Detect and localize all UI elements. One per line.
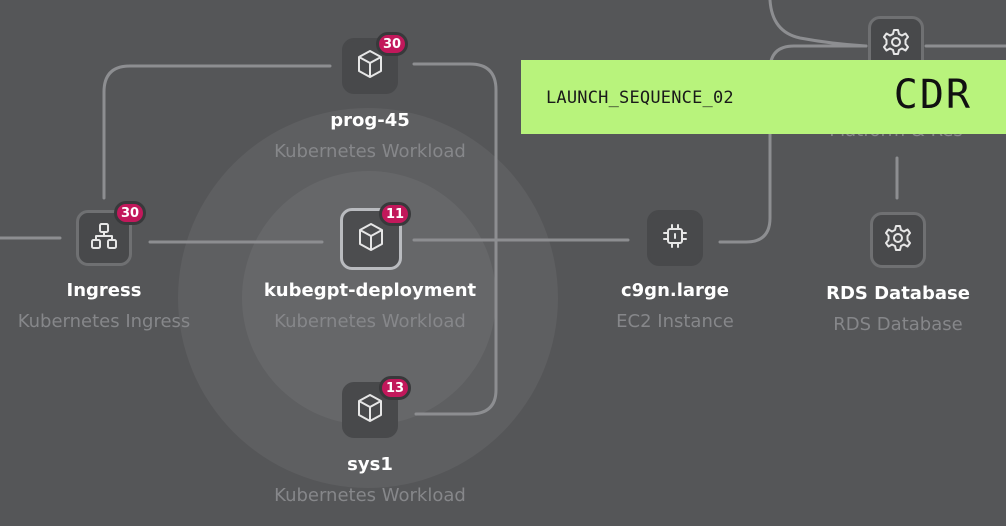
node-ingress[interactable] (76, 210, 132, 266)
cube-icon (354, 48, 386, 84)
node-c9gn-label: c9gn.large (620, 280, 730, 301)
cube-icon (354, 392, 386, 428)
edge-ingress-to-prog45 (102, 64, 332, 200)
node-prog45-label: prog-45 (330, 110, 410, 131)
banner-tag-text: CDR (893, 72, 972, 118)
node-c9gn-sublabel: EC2 Instance (616, 311, 734, 332)
hierarchy-icon (88, 220, 120, 256)
launch-sequence-banner: LAUNCH_SEQUENCE_02 CDR (521, 60, 1006, 134)
node-sys1-label: sys1 (347, 454, 393, 475)
edge-top-branch (768, 0, 868, 48)
gear-icon (882, 222, 914, 258)
node-rds-label: RDS Database (826, 283, 970, 304)
node-prog45-badge: 30 (376, 32, 409, 56)
node-kubegpt-label: kubegpt-deployment (263, 280, 477, 301)
node-c9gn-large[interactable] (647, 210, 703, 266)
gear-icon (880, 26, 912, 62)
cube-icon (355, 221, 387, 257)
node-ingress-badge: 30 (114, 201, 147, 225)
node-prog45-sublabel: Kubernetes Workload (274, 141, 466, 162)
node-ingress-sublabel: Kubernetes Ingress (17, 311, 191, 332)
node-sys1-badge: 13 (379, 376, 412, 400)
node-ingress-label: Ingress (66, 280, 142, 301)
chip-icon (659, 220, 691, 256)
node-rds-sublabel: RDS Database (833, 314, 963, 335)
node-kubegpt-badge: 11 (379, 202, 412, 226)
node-sys1-sublabel: Kubernetes Workload (274, 485, 466, 506)
node-kubegpt-sublabel: Kubernetes Workload (274, 311, 466, 332)
edge-c9gn-to-platform (718, 44, 868, 244)
banner-sequence-text: LAUNCH_SEQUENCE_02 (546, 88, 734, 108)
node-rds-database[interactable] (870, 212, 926, 268)
